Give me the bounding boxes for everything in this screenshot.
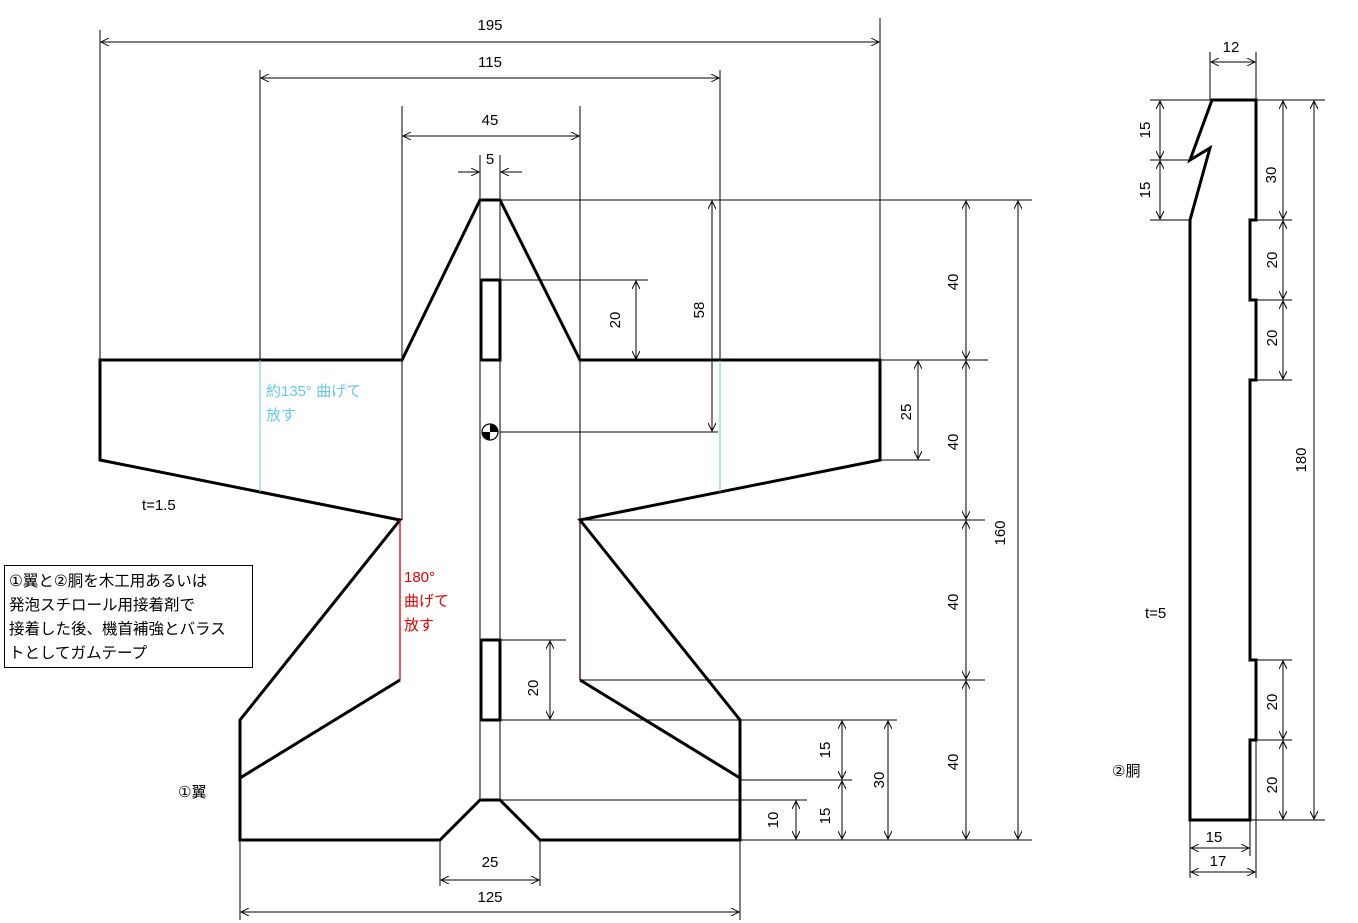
body-dim-20-c-text: 20 — [1264, 694, 1281, 711]
wing-dimension-texts: 195 115 45 5 20 58 25 40 40 40 40 160 20… — [477, 17, 1009, 906]
body-part-label: ②胴 — [1112, 763, 1140, 780]
dim-195-text: 195 — [477, 17, 502, 34]
note-line-2: 発泡スチロール用接着剤で — [9, 596, 196, 614]
wing-labels: 約135° 曲げて 放す 180° 曲げて 放す t=1.5 ①翼 — [142, 383, 449, 801]
body-dimension-texts: 12 15 15 30 20 20 20 20 180 15 17 — [1137, 39, 1310, 870]
fold135-label-line1: 約135° 曲げて — [266, 383, 361, 400]
dim-25-right-text: 25 — [898, 404, 915, 421]
dim-5-text: 5 — [486, 151, 494, 168]
dim-45-text: 45 — [482, 112, 499, 129]
body-dim-180-text: 180 — [1293, 447, 1310, 472]
center-of-gravity-icon — [481, 423, 499, 441]
rear-slot — [479, 638, 502, 722]
body-labels: t=5 ②胴 — [1112, 605, 1166, 780]
dim-115-text: 115 — [478, 54, 502, 71]
assembly-note: ①翼と②胴を木工用あるいは 発泡スチロール用接着剤で 接着した後、機首補強とバラ… — [4, 565, 253, 668]
body-dim-20-b-text: 20 — [1264, 330, 1281, 347]
body-dim-12-text: 12 — [1223, 39, 1240, 56]
body-dim-15-a-text: 15 — [1137, 122, 1154, 139]
dim-10-text: 10 — [765, 812, 782, 829]
wing-part-label: ①翼 — [178, 784, 206, 801]
dim-20-bottom-text: 20 — [525, 680, 542, 697]
front-slot — [479, 278, 502, 362]
wing-extension-lines — [99, 18, 1032, 920]
dim-58-text: 58 — [691, 302, 708, 319]
body-dim-15-b-text: 15 — [1137, 182, 1154, 199]
body-dim-17-text: 17 — [1210, 853, 1227, 870]
body-dim-15-w-text: 15 — [1206, 829, 1223, 846]
dim-30-text: 30 — [871, 772, 888, 789]
fold180-label-line2: 曲げて — [404, 593, 449, 610]
dim-25-bottom-text: 25 — [482, 854, 499, 871]
note-line-1: ①翼と②胴を木工用あるいは — [9, 572, 208, 590]
body-dim-20-a-text: 20 — [1264, 252, 1281, 269]
dim-40-a-text: 40 — [945, 274, 962, 291]
body-part — [1187, 98, 1258, 822]
dim-125-text: 125 — [477, 889, 502, 906]
dim-15-b-text: 15 — [817, 808, 834, 825]
tail-fold-right — [579, 678, 741, 780]
dim-160-text: 160 — [992, 520, 1009, 545]
fold180-label-line3: 放す — [404, 617, 434, 634]
dim-40-b-text: 40 — [945, 434, 962, 451]
fold180-label-line1: 180° — [404, 569, 435, 586]
dim-40-d-text: 40 — [945, 754, 962, 771]
dim-40-c-text: 40 — [945, 594, 962, 611]
fold135-label-line2: 放す — [266, 407, 296, 424]
tail-fold-left — [239, 678, 401, 780]
body-dim-30-text: 30 — [1263, 167, 1280, 184]
note-line-4: トとしてガムテープ — [9, 644, 148, 662]
wing-dimension-lines — [101, 42, 1018, 912]
body-thickness-label: t=5 — [1145, 605, 1166, 622]
wing-thickness-label: t=1.5 — [142, 497, 176, 514]
body-outline — [1187, 98, 1258, 822]
dim-20-top-text: 20 — [607, 312, 624, 329]
note-line-3: 接着した後、機首補強とバラス — [9, 620, 226, 638]
body-dim-20-d-text: 20 — [1264, 777, 1281, 794]
dim-15-a-text: 15 — [817, 742, 834, 759]
body-dimension-lines — [1160, 62, 1314, 872]
